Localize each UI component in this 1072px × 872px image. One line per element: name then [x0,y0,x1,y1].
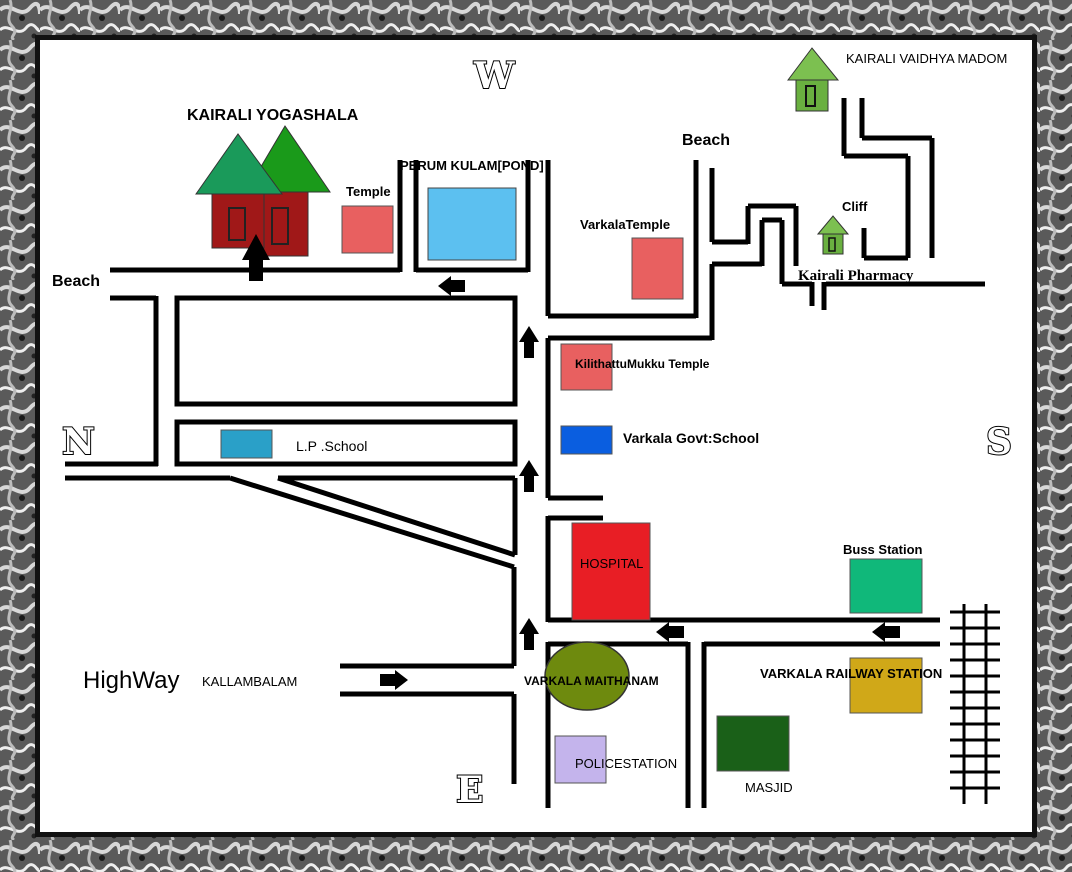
policestation-label: POLICESTATION [575,756,677,771]
varkala-govt-school-label: Varkala Govt:School [623,430,759,446]
arrow-left-icon [872,622,900,642]
kairali-vaidhya-madom-label: KAIRALI VAIDHYA MADOM [846,51,1007,66]
kairali-yogashala-label: KAIRALI YOGASHALA [187,107,359,124]
railway-tracks [950,604,1000,804]
hospital-label: HOSPITAL [580,556,643,571]
varkala-temple-building [631,237,684,300]
compass-west: W [473,55,515,97]
cliff-house-icon [816,215,850,255]
arrow-up-icon [519,326,539,358]
varkala-maithanam-ground [544,641,630,711]
temple-label: Temple [346,184,391,199]
kairali-vaidhya-madom-icon [787,47,840,112]
roads [65,98,985,808]
kairali-pharmacy-label: Kairali Pharmacy [798,268,914,284]
masjid-building [716,715,790,772]
govt-school-building [560,425,613,455]
kilithattumukku-temple-building [560,343,613,391]
arrow-left-icon [656,622,684,642]
perum-kulam-label: PERUM KULAM[POND] [400,158,544,173]
lp-school-label: L.P .School [296,438,367,454]
temple-building [341,205,394,254]
varkala-temple-label: VarkalaTemple [580,217,670,232]
compass-east: E [456,769,483,811]
arrow-up-icon [519,618,539,650]
varkala-maithanam-label: VARKALA MAITHANAM [524,674,659,688]
kallambalam-label: KALLAMBALAM [202,674,297,689]
buss-station-label: Buss Station [843,542,923,557]
kairali-yogashala-icon [195,125,331,257]
arrow-left-icon [438,276,465,296]
beach-top-label: Beach [682,132,730,149]
lp-school-building [220,429,273,459]
perum-kulam-pond [427,187,517,261]
beach-left-label: Beach [52,273,100,290]
arrow-up-icon [519,460,539,492]
highway-label: HighWay [83,667,179,694]
compass-north: N [62,421,95,463]
hospital-building [571,522,651,621]
railway-station-building [849,657,923,714]
compass-south: S [986,421,1012,463]
varkala-railway-station-label: VARKALA RAILWAY STATION [760,666,942,681]
policestation-building [554,735,607,784]
direction-arrows [242,234,900,690]
arrow-up-icon [242,234,270,281]
masjid-label: MASJID [745,780,793,795]
cliff-label: Cliff [842,199,868,214]
buss-station-building [849,558,923,614]
arrow-right-icon [380,670,408,690]
kilithattumukku-temple-label: KilithattuMukku Temple [575,357,710,371]
